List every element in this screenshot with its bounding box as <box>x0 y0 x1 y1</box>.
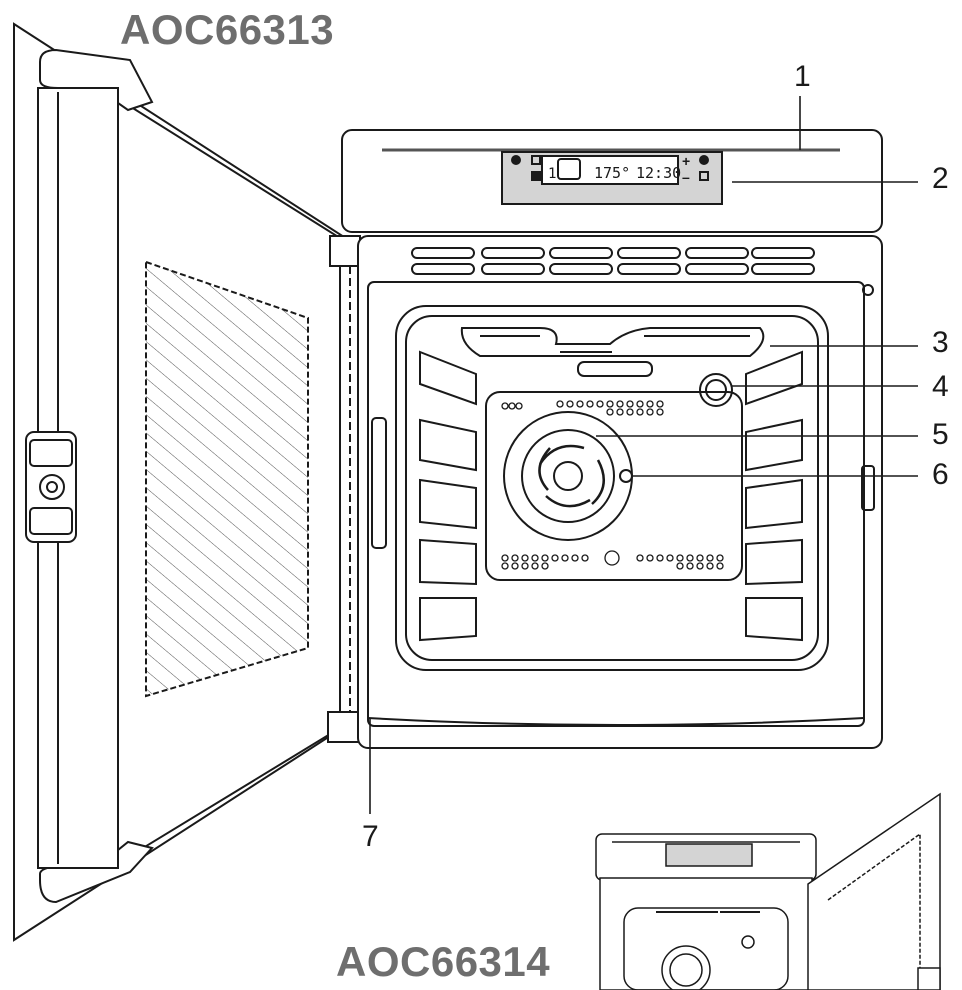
door-handle[interactable] <box>25 431 77 543</box>
inset-oven <box>595 792 941 990</box>
door-bottom-cap <box>39 840 154 904</box>
shelf-supports-right <box>745 350 803 642</box>
oven-door <box>13 22 361 942</box>
oven-bottom-lip <box>367 717 865 726</box>
door-lock-icon <box>39 474 65 500</box>
callout-leaders <box>369 96 918 814</box>
oven-cavity <box>395 305 829 671</box>
timer-button-icon[interactable] <box>699 171 709 181</box>
door-hinge-bottom <box>327 711 361 743</box>
door-inner-edge <box>119 99 341 863</box>
callout-1: 1 <box>794 60 811 93</box>
display-temperature: 175° <box>594 164 630 182</box>
mode-button[interactable] <box>531 171 541 181</box>
back-panel-holes <box>501 400 724 570</box>
display-time: 12:30 <box>636 164 681 182</box>
model-title-primary: AOC66313 <box>120 6 335 53</box>
shelf-supports-left <box>419 350 477 642</box>
cavity-side-latch <box>861 465 875 511</box>
function-icon <box>557 158 581 180</box>
callout-4: 4 <box>932 370 949 403</box>
model-title-secondary: AOC66314 <box>336 938 551 985</box>
callout-2: 2 <box>932 162 949 195</box>
grill-element <box>460 327 765 377</box>
clock-button-icon[interactable] <box>699 155 709 165</box>
oven-body <box>357 235 883 749</box>
control-panel: 1 175° 12:30 + – <box>341 129 883 233</box>
oven-lamp <box>699 373 733 407</box>
plus-button[interactable]: + <box>682 153 690 169</box>
callout-5: 5 <box>932 418 949 451</box>
oven-vents <box>411 247 815 275</box>
door-glass-window <box>145 260 309 698</box>
display-level: 1 <box>548 166 556 182</box>
power-button-icon[interactable] <box>511 155 521 165</box>
door-latch <box>371 417 387 549</box>
select-button[interactable] <box>531 155 541 165</box>
door-hinge-top <box>329 235 361 267</box>
cavity-screw <box>862 284 874 296</box>
callout-6: 6 <box>932 458 949 491</box>
door-top-cap <box>39 48 154 112</box>
back-panel <box>485 391 743 581</box>
callout-7: 7 <box>362 820 379 853</box>
minus-button[interactable]: – <box>682 169 690 185</box>
callout-3: 3 <box>932 326 949 359</box>
